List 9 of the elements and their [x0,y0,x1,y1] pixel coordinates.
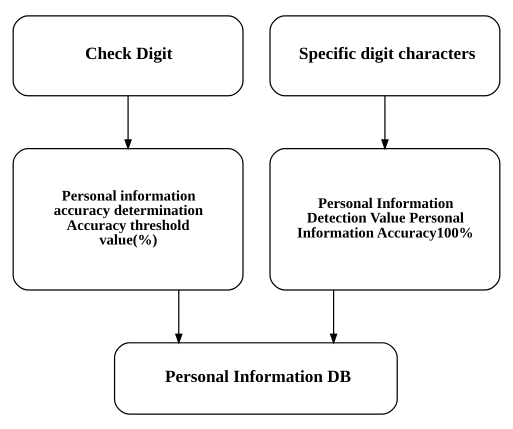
node-box: Personal information accuracy determination Accuracy threshold value(%) [12,148,244,290]
node-box: Personal Information DB [114,342,398,414]
node-box: Personal Information Detection Value Personal Information Accuracy100% [269,148,500,290]
arrow [124,95,132,150]
arrow [174,290,183,344]
node-box: Check Digit [12,14,244,96]
arrow [381,95,389,150]
node-box: Specific digit characters [269,14,500,96]
arrow [330,290,338,344]
